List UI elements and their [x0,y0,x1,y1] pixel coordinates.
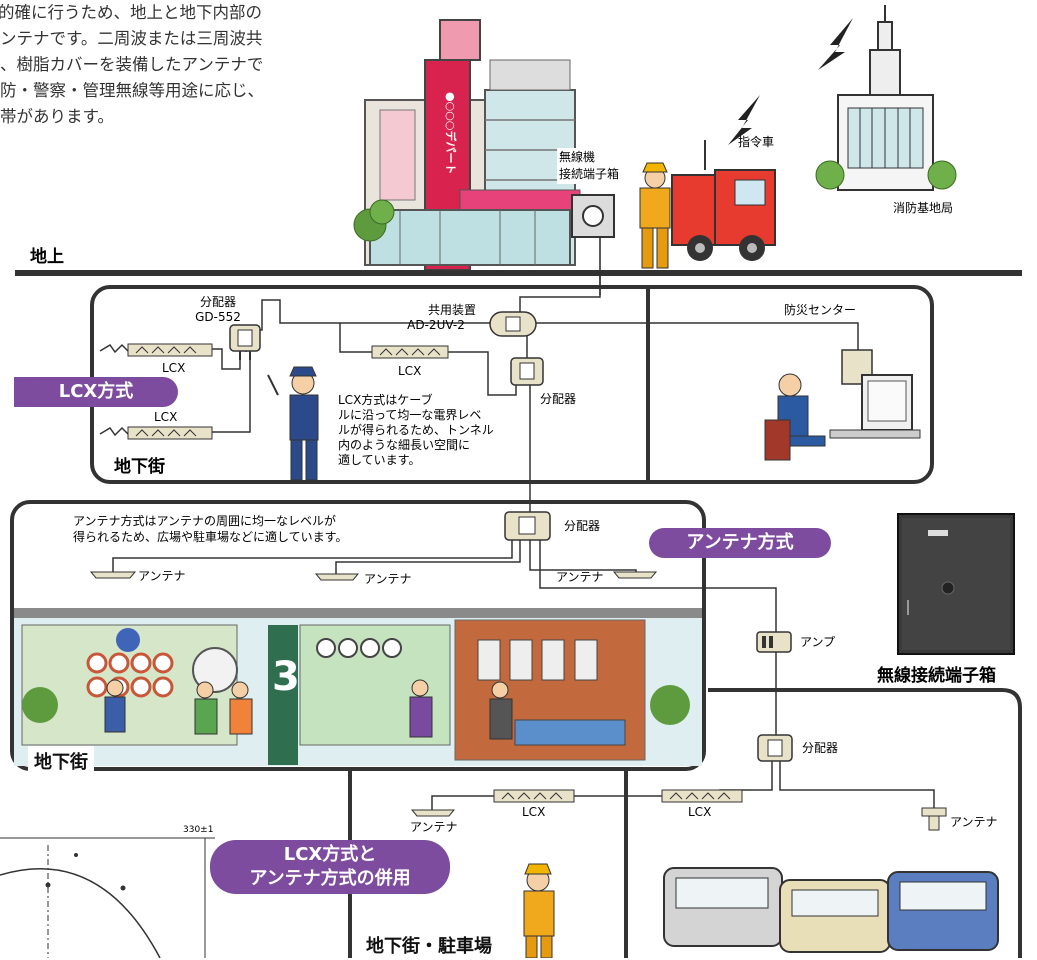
splitter-label: 分配器 [802,741,838,755]
lcx-label: LCX [688,805,711,819]
splitter-label: 分配器 [564,519,600,533]
splitter-model: GD-552 [195,310,241,324]
splitter-label: 分配器 [540,392,576,406]
radio-box-label-2: 接続端子箱 [559,166,619,181]
security-guard-illustration [267,366,319,481]
lcx-cable-icon [493,789,575,803]
intro-line: ンテナです。二周波または三周波共 [0,29,263,48]
command-car-label: 指令車 [738,134,774,149]
ceiling-antenna-icon [612,571,658,579]
radio-connection-box-photo [897,513,1015,655]
lcx-method-badge: LCX方式 [14,377,178,407]
area-label: 地下街 [114,456,165,477]
intro-line: 防・警察・管理無線等用途に応じ、 [0,81,264,100]
area-label-text: 地下街 [34,752,88,773]
antenna-note-line1: アンテナ方式はアンテナの周囲に均一なレベルが [73,513,336,528]
splitter-icon [510,357,544,386]
lcx-cable-icon [99,343,213,357]
antenna-method-badge: アンテナ方式 [649,528,831,558]
combined-method-label-2: アンテナ方式の併用 [249,868,411,889]
lcx-cable-icon [371,345,449,359]
lcx-label: LCX [154,410,177,424]
dimension-drawing [0,837,215,958]
combined-section-frame-right [708,688,1022,958]
lcx-label: LCX [522,805,545,819]
shared-unit-label: 共用装置 [428,303,476,317]
radio-wave-icon [728,95,760,145]
radio-box-label-1: 無線機 [559,149,595,164]
area-label-text: 地下街・駐車場 [366,936,492,957]
intro-line: 的確に行うため、地上と地下内部の [0,3,262,22]
intro-line: 帯があります。 [0,107,114,126]
splitter-icon [504,511,551,541]
splitter-gd552-icon [229,324,261,360]
lcx-label: LCX [398,364,421,378]
combined-method-label-1: LCX方式と [283,844,377,865]
shared-unit-icon [489,311,537,337]
shop-number: 3 [272,654,300,700]
combined-method-badge: LCX方式と アンテナ方式の併用 [210,840,450,894]
ceiling-antenna-icon [314,573,360,581]
intro-paragraph: 的確に行うため、地上と地下内部の ンテナです。二周波または三周波共 、樹脂カバー… [0,0,330,130]
disaster-center-operator-illustration [764,349,921,461]
firefighter-with-radio-illustration [639,162,671,269]
antenna-label: アンテナ [364,572,412,586]
pole-antenna-icon [921,807,947,831]
lcx-note-line: 適しています。 [338,452,420,467]
amplifier-label: アンプ [800,635,835,649]
area-label-underground-mall: 地下街 [28,746,94,776]
lcx-method-label: LCX方式 [58,381,134,402]
lcx-note-line: ルに沿って均一な電界レベ [338,408,481,422]
antenna-note-line2: 得られるため、広場や駐車場などに適しています。 [73,529,347,544]
fire-base-station-illustration [815,5,957,191]
lcx-label: LCX [162,361,185,375]
lcx-note-line: 内のような細長い空間に [338,438,470,452]
antenna-method-label: アンテナ方式 [686,532,794,553]
ground-label: 地上 [30,246,64,267]
amplifier-icon [756,631,792,653]
lcx-wiring [212,273,859,512]
shared-unit-model: AD-2UV-2 [407,318,465,332]
antenna-label: アンテナ [950,815,998,829]
intro-line: 、樹脂カバーを装備したアンテナで [0,55,264,74]
antenna-label: アンテナ [410,820,458,834]
firefighter-illustration [523,863,555,958]
dimension-text: 330±1 [183,825,213,835]
lcx-note-line: ルが得られるため、トンネル [338,422,494,437]
antenna-label: アンテナ [138,569,186,583]
splitter-icon [757,734,793,762]
lcx-cable-icon [661,789,743,803]
lcx-note-line: LCX方式はケーブ [338,392,433,407]
antenna-label: アンテナ [556,570,604,584]
ceiling-antenna-icon [410,809,456,817]
underground-mall-illustration [14,608,702,766]
ceiling-antenna-icon [89,571,137,579]
splitter-label: 分配器 [200,295,236,309]
antenna-section-frame [10,500,706,771]
department-store-illustration [353,19,581,271]
product-caption: 無線接続端子箱 [877,665,996,686]
area-label-underground-parking: 地下街・駐車場 [360,930,498,960]
parked-cars-illustration [663,867,999,953]
lcx-cable-icon [99,426,213,440]
radio-wave-icon [818,18,853,70]
store-sign-text: ●○○○デパート [444,92,458,174]
disaster-center-label: 防災センター [784,302,856,317]
base-station-label: 消防基地局 [893,200,953,215]
fire-truck-illustration [671,140,776,261]
